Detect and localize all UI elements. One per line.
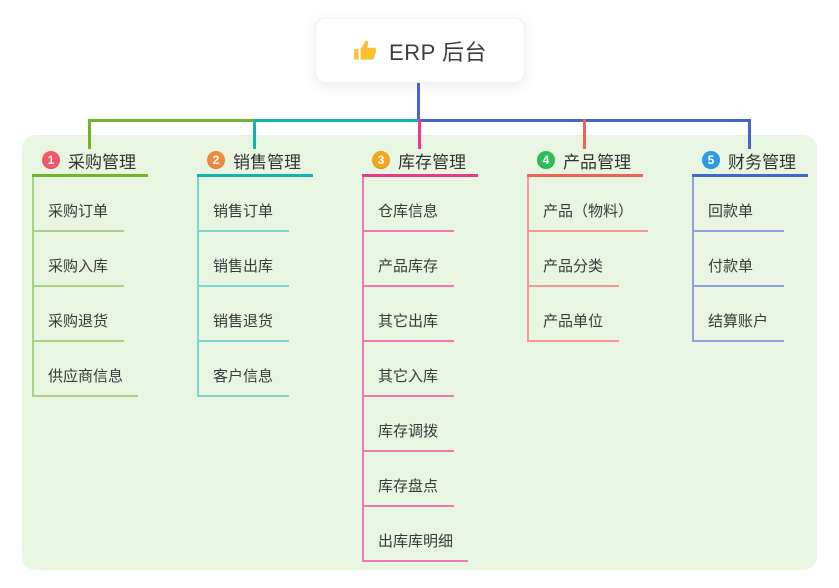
child-node[interactable]: 付款单: [692, 232, 784, 287]
child-node[interactable]: 库存盘点: [362, 452, 454, 507]
branch-node[interactable]: 2 销售管理: [197, 146, 313, 177]
branch-subtree: 产品（物料） 产品分类产品单位: [527, 177, 692, 342]
child-label: 客户信息: [213, 368, 274, 385]
branch-number-badge: 5: [702, 151, 720, 169]
child-label: 销售退货: [213, 313, 274, 330]
connector-h-segment: [253, 119, 418, 122]
branch-number-badge: 2: [207, 151, 225, 169]
tree-connector-line: [527, 177, 529, 342]
child-node[interactable]: 产品分类: [527, 232, 619, 287]
branch-number-badge: 1: [42, 151, 60, 169]
branch-1: 1 采购管理采购订单采购入库采购退货供应商信息: [32, 146, 197, 397]
branch-subtree: 仓库信息产品库存其它出库其它入库库存调拨库存盘点出库库明细: [362, 177, 527, 562]
child-node[interactable]: 供应商信息: [32, 342, 139, 397]
child-node[interactable]: 回款单: [692, 177, 784, 232]
child-node[interactable]: 销售订单: [197, 177, 289, 232]
tree-connector-line: [692, 177, 694, 342]
child-node[interactable]: 采购入库: [32, 232, 124, 287]
child-label: 仓库信息: [378, 203, 439, 220]
child-node[interactable]: 采购订单: [32, 177, 124, 232]
branch-3: 3 库存管理仓库信息产品库存其它出库其它入库库存调拨库存盘点出库库明细: [362, 146, 527, 562]
connector-h-segment: [88, 119, 253, 122]
branch-number-badge: 3: [372, 151, 390, 169]
child-node[interactable]: 出库库明细: [362, 507, 469, 562]
branch-subtree: 销售订单销售出库销售退货客户信息: [197, 177, 362, 397]
child-label: 出库库明细: [378, 533, 454, 550]
tree-connector-line: [32, 177, 34, 397]
branch-subtree: 回款单付款单结算账户: [692, 177, 839, 342]
child-label: 产品分类: [543, 258, 604, 275]
child-node[interactable]: 产品（物料）: [527, 177, 649, 232]
child-label: 产品单位: [543, 313, 604, 330]
child-node[interactable]: 其它出库: [362, 287, 454, 342]
child-node[interactable]: 库存调拨: [362, 397, 454, 452]
branch-node[interactable]: 1 采购管理: [32, 146, 148, 177]
branch-node[interactable]: 5 财务管理: [692, 146, 808, 177]
child-label: 库存调拨: [378, 423, 439, 440]
child-label: 回款单: [708, 203, 754, 220]
branch-subtree: 采购订单采购入库采购退货供应商信息: [32, 177, 197, 397]
branch-label: 产品管理: [563, 152, 631, 172]
trunk-line: [417, 83, 420, 122]
branch-label: 销售管理: [233, 152, 301, 172]
connector-h-segment: [418, 119, 751, 122]
tree-connector-line: [197, 177, 199, 397]
child-label: 采购订单: [48, 203, 109, 220]
tree-connector-line: [362, 177, 364, 562]
child-label: 其它入库: [378, 368, 439, 385]
child-node[interactable]: 其它入库: [362, 342, 454, 397]
branch-number-badge: 4: [537, 151, 555, 169]
child-node[interactable]: 产品库存: [362, 232, 454, 287]
branch-2: 2 销售管理销售订单销售出库销售退货客户信息: [197, 146, 362, 397]
root-title: ERP 后台: [389, 39, 487, 65]
branch-node[interactable]: 4 产品管理: [527, 146, 643, 177]
child-node[interactable]: 销售出库: [197, 232, 289, 287]
child-label: 结算账户: [708, 313, 769, 330]
branch-4: 4 产品管理产品（物料） 产品分类产品单位: [527, 146, 692, 342]
child-label: 供应商信息: [48, 368, 124, 385]
branch-label: 财务管理: [728, 152, 796, 172]
child-label: 销售出库: [213, 258, 274, 275]
child-node[interactable]: 产品单位: [527, 287, 619, 342]
child-node[interactable]: 结算账户: [692, 287, 784, 342]
thumbs-up-icon: [353, 38, 379, 64]
child-label: 其它出库: [378, 313, 439, 330]
branch-label: 采购管理: [68, 152, 136, 172]
child-label: 付款单: [708, 258, 754, 275]
branch-label: 库存管理: [398, 152, 466, 172]
child-label: 采购退货: [48, 313, 109, 330]
child-label: 产品（物料）: [543, 203, 634, 220]
child-label: 产品库存: [378, 258, 439, 275]
child-node[interactable]: 客户信息: [197, 342, 289, 397]
child-label: 采购入库: [48, 258, 109, 275]
child-node[interactable]: 仓库信息: [362, 177, 454, 232]
mindmap-panel: 1 采购管理采购订单采购入库采购退货供应商信息 2 销售管理销售订单销售出库销售退货客…: [22, 135, 817, 570]
child-label: 销售订单: [213, 203, 274, 220]
child-node[interactable]: 采购退货: [32, 287, 124, 342]
root-node[interactable]: ERP 后台: [315, 18, 525, 83]
branch-node[interactable]: 3 库存管理: [362, 146, 478, 177]
child-label: 库存盘点: [378, 478, 439, 495]
child-node[interactable]: 销售退货: [197, 287, 289, 342]
branch-5: 5 财务管理回款单付款单结算账户: [692, 146, 839, 342]
